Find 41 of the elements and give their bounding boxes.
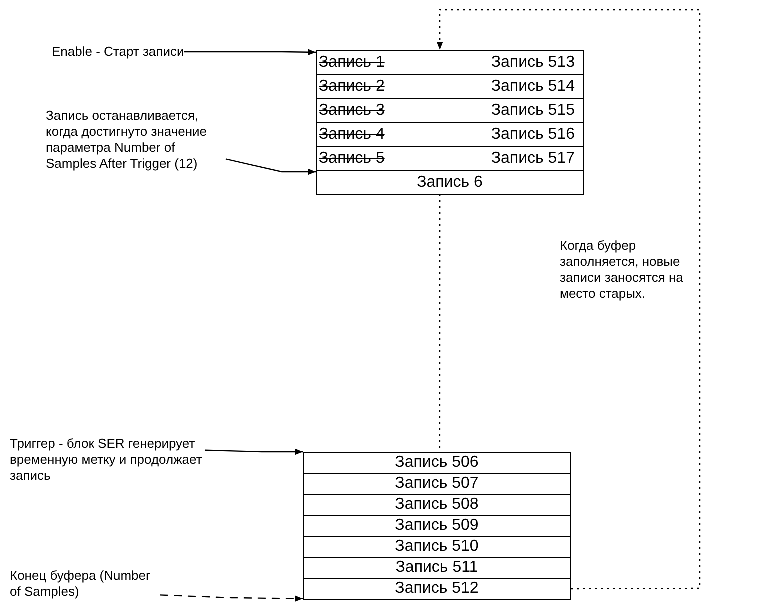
overwritten-record-label: Запись 1: [319, 54, 385, 72]
note-text: Когда буфер заполняется, новые записи заносятся на место старых.: [560, 238, 684, 302]
record-label: Запись 516: [491, 126, 575, 144]
buffer-row: [316, 74, 584, 99]
buffer-row: [316, 50, 584, 75]
annotation-text: Enable - Старт записи: [52, 44, 184, 60]
arrow: [184, 49, 316, 56]
overwritten-record-label: Запись 5: [319, 150, 385, 168]
record-label: Запись 510: [395, 538, 479, 556]
record-label: Запись 507: [395, 475, 479, 493]
record-label: Запись 511: [396, 559, 478, 577]
annotation-text: Конец буфера (Number of Samples): [10, 568, 160, 600]
record-label: Запись 509: [395, 517, 479, 535]
buffer-row: [316, 122, 584, 147]
dashed-arrow: [160, 594, 303, 602]
record-label: Запись 508: [395, 496, 479, 514]
overwritten-record-label: Запись 4: [319, 126, 385, 144]
overwritten-record-label: Запись 3: [319, 102, 385, 120]
buffer-row: [303, 473, 571, 495]
buffer-row: [303, 515, 571, 537]
record-label: Запись 6: [417, 174, 483, 192]
overwritten-record-label: Запись 2: [319, 78, 385, 96]
arrow: [226, 158, 316, 176]
arrow: [204, 448, 303, 456]
buffer-row: [316, 170, 584, 195]
buffer-row: [303, 494, 571, 516]
buffer-row: [303, 452, 571, 474]
record-label: Запись 514: [491, 78, 575, 96]
dotted-arrow: [436, 9, 701, 590]
buffer-row: [316, 98, 584, 123]
buffer-row: [303, 578, 571, 600]
record-label: Запись 513: [491, 54, 575, 72]
buffer-row: [316, 146, 584, 171]
annotation-text: Запись останавливается, когда достигнуто значение параметра Number of Samples After Trigger (12): [46, 108, 226, 172]
buffer-row: [303, 557, 571, 579]
record-label: Запись 515: [491, 102, 575, 120]
annotation-text: Триггер - блок SER генерирует временную метку и продолжает запись: [10, 436, 205, 484]
record-label: Запись 512: [395, 580, 479, 598]
buffer-row: [303, 536, 571, 558]
record-label: Запись 517: [491, 150, 575, 168]
record-label: Запись 506: [395, 454, 479, 472]
